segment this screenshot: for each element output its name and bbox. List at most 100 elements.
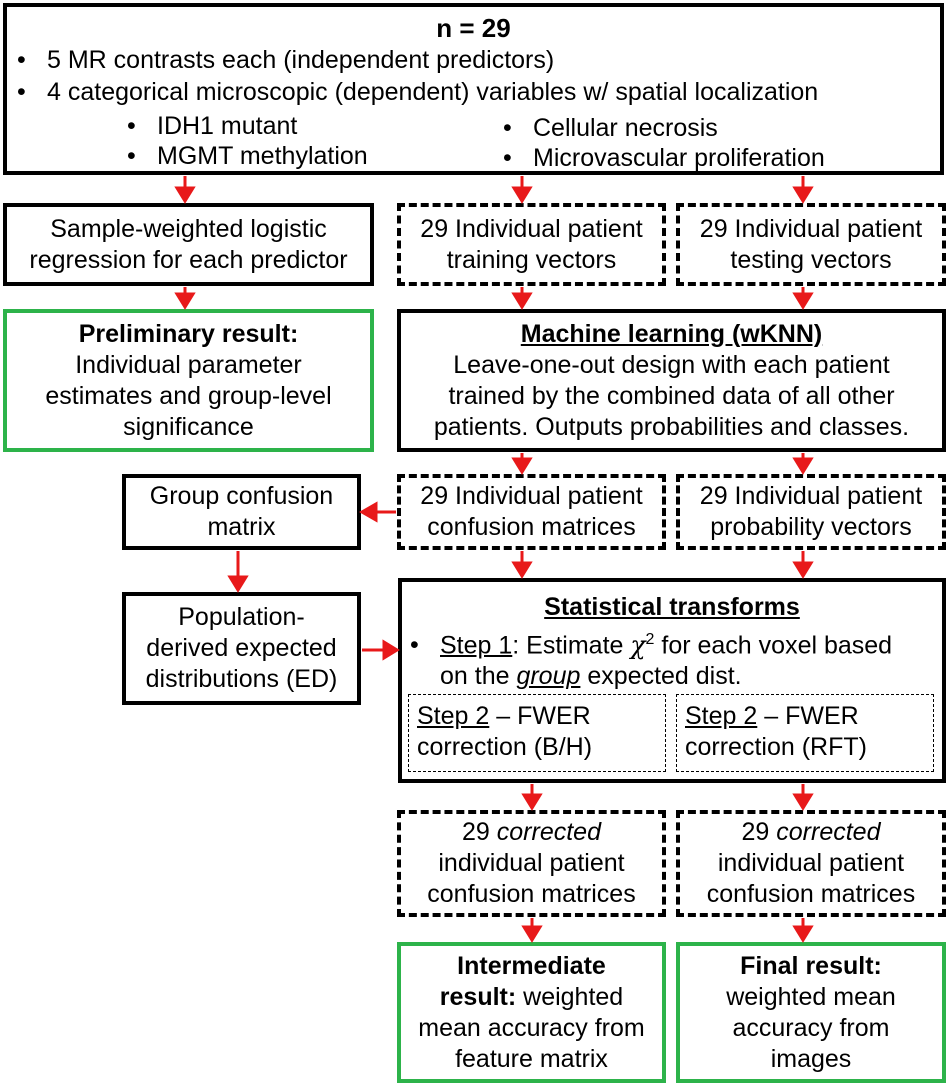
step1-line2-a: on the [440, 662, 517, 691]
corrected-left-line-3: confusion matrices [427, 880, 636, 908]
preliminary-title: Preliminary result: [78, 319, 299, 348]
corrected-right-line-1: 29 corrected [742, 817, 881, 848]
arrowhead [792, 793, 814, 811]
population-ed-box: Population- derived expected distributio… [122, 592, 361, 705]
arrowhead [521, 925, 543, 943]
corrected-left-num: 29 [462, 818, 497, 846]
arrowhead [382, 639, 400, 661]
corrected-left-line-2: individual patient [438, 849, 625, 877]
final-title: Final result: [740, 951, 882, 980]
corrected-right-line-3: confusion matrices [706, 880, 916, 908]
population-line-1: Population- [178, 603, 305, 631]
intermediate-line-2-rest: weighted [516, 982, 624, 1011]
preliminary-result-box: Preliminary result: Individual parameter… [3, 309, 374, 452]
arrowhead [174, 186, 196, 204]
step1-label: Step 1 [440, 631, 513, 660]
stat-step1: • Step 1: Estimate χ2 for each voxel base… [410, 624, 892, 692]
arrowhead [792, 457, 814, 475]
ml-line-3: patients. Outputs probabilities and clas… [433, 412, 910, 441]
sub-bullet-necrosis: • Cellular necrosis [503, 113, 718, 143]
arrowhead [792, 186, 814, 204]
bullet-text: 4 categorical microscopic (dependent) va… [47, 78, 819, 106]
bullet-mr-contrasts: • 5 MR contrasts each (independent predic… [17, 45, 554, 75]
corrected-matrices-left-box: 29 corrected individual patient confusio… [397, 810, 666, 917]
logistic-line-2: regression for each predictor [29, 245, 348, 274]
arrowhead [792, 292, 814, 310]
step1-text-b: for each voxel based [654, 631, 893, 660]
group-confusion-box: Group confusion matrix [122, 474, 361, 550]
intermediate-line-3: mean accuracy from [418, 1013, 645, 1042]
intermediate-result-box: Intermediate result: weighted mean accur… [397, 942, 666, 1083]
intermediate-title-2: result: [439, 982, 517, 1011]
testing-line-2: testing vectors [730, 245, 892, 274]
bullet-dot: • [127, 112, 136, 140]
testing-vectors-box: 29 Individual patient testing vectors [676, 203, 946, 286]
step2-right-label: Step 2 [685, 702, 758, 730]
preliminary-line-1: Individual parameter [75, 350, 302, 379]
step2-left-b: correction (B/H) [417, 733, 593, 761]
intermediate-line-4: feature matrix [455, 1044, 608, 1073]
step2-right-a: – FWER [757, 702, 859, 730]
intermediate-title: Intermediate [457, 951, 606, 980]
sub-bullet-microvascular: • Microvascular proliferation [503, 143, 825, 173]
corrected-right-line-2: individual patient [717, 849, 905, 877]
arrowhead [511, 561, 533, 579]
bullet-text: MGMT methylation [157, 142, 368, 170]
confusion-line-1: 29 Individual patient [420, 482, 643, 510]
step2-rft-box: Step 2 – FWER correction (RFT) [676, 694, 934, 772]
group-confusion-line-2: matrix [207, 513, 276, 541]
final-line-4: images [770, 1044, 852, 1073]
population-line-2: derived expected [146, 634, 337, 662]
step1-text-a: : Estimate [512, 631, 631, 660]
arrowhead [521, 793, 543, 811]
arrowhead [358, 501, 378, 523]
stat-title: Statistical transforms [544, 593, 800, 621]
arrowhead [792, 561, 814, 579]
statistical-transforms-box: Statistical transforms • Step 1: Estimate… [398, 578, 946, 783]
ml-title: Machine learning (wKNN) [520, 319, 823, 348]
arrowhead [227, 575, 249, 593]
training-line-2: training vectors [446, 245, 617, 274]
step2-left-a: – FWER [489, 702, 591, 730]
arrowhead [792, 925, 814, 943]
final-line-3: accuracy from [732, 1013, 890, 1042]
ml-line-2: trained by the combined data of all othe… [448, 381, 895, 410]
step1-group-word: group [516, 662, 581, 691]
bullet-text: Microvascular proliferation [533, 144, 825, 172]
step2-left-label: Step 2 [417, 702, 490, 730]
bullet-microscopic-variables: • 4 categorical microscopic (dependent) v… [17, 77, 818, 107]
arrowhead [511, 292, 533, 310]
confusion-matrices-box: 29 Individual patient confusion matrices [397, 474, 666, 550]
final-result-box: Final result: weighted mean accuracy fro… [676, 942, 946, 1083]
testing-line-1: 29 Individual patient [699, 214, 923, 243]
chi-superscript: 2 [645, 631, 655, 648]
corrected-right-word: corrected [776, 818, 881, 846]
training-vectors-box: 29 Individual patient training vectors [397, 203, 666, 286]
bullet-dot: • [127, 142, 136, 170]
bullet-text: Cellular necrosis [533, 114, 718, 142]
corrected-left-word: corrected [496, 818, 601, 846]
bullet-dot: • [503, 144, 512, 172]
bullet-dot: • [17, 46, 26, 74]
preliminary-line-3: significance [123, 412, 254, 441]
arrowhead [511, 186, 533, 204]
probability-line-1: 29 Individual patient [699, 482, 923, 510]
bullet-dot: • [410, 631, 419, 660]
chi-symbol: χ [630, 630, 646, 660]
bullet-text: IDH1 mutant [157, 112, 298, 140]
corrected-matrices-right-box: 29 corrected individual patient confusio… [676, 810, 946, 917]
final-line-2: weighted mean [726, 982, 896, 1011]
group-confusion-line-1: Group confusion [149, 482, 334, 510]
intermediate-line-2: result: weighted [440, 982, 623, 1013]
cohort-size-title: n = 29 [436, 13, 511, 43]
preliminary-line-2: estimates and group-level [45, 381, 332, 410]
cohort-summary-box: n = 29 • 5 MR contrasts each (independent… [3, 3, 944, 175]
training-line-1: 29 Individual patient [420, 214, 643, 243]
bullet-dot: • [17, 78, 26, 106]
arrowhead [174, 292, 196, 310]
step2-right-b: correction (RFT) [685, 733, 867, 761]
bullet-text: 5 MR contrasts each (independent predict… [47, 46, 555, 74]
probability-vectors-box: 29 Individual patient probability vector… [676, 474, 946, 550]
bullet-dot: • [503, 114, 512, 142]
corrected-right-num: 29 [741, 818, 777, 846]
